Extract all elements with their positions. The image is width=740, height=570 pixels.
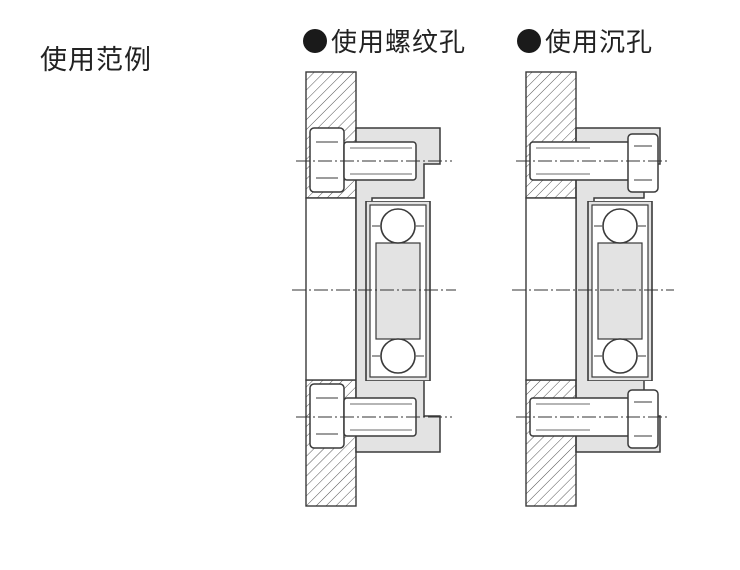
bullet-dot-icon bbox=[303, 28, 327, 53]
diagram-threaded-hole bbox=[292, 71, 456, 507]
caption-threaded-hole-label: 使用螺纹孔 bbox=[331, 28, 467, 58]
diagram-counterbore-hole bbox=[512, 71, 674, 507]
base-bore bbox=[525, 197, 577, 381]
caption-threaded-hole: 使用螺纹孔 bbox=[303, 22, 466, 59]
bullet-dot-icon bbox=[517, 28, 541, 53]
caption-counterbore-hole: 使用沉孔 bbox=[517, 22, 653, 59]
base-bore bbox=[305, 197, 357, 381]
ball-bearing bbox=[587, 201, 653, 381]
ball-bearing bbox=[365, 201, 431, 381]
caption-counterbore-hole-label: 使用沉孔 bbox=[545, 28, 654, 58]
bolt-head-top bbox=[309, 127, 345, 193]
bolt-head-bottom bbox=[627, 389, 659, 449]
bolt-head-top bbox=[627, 133, 659, 193]
bolt-head-bottom bbox=[309, 383, 345, 449]
page-title: 使用范例 bbox=[40, 45, 152, 76]
